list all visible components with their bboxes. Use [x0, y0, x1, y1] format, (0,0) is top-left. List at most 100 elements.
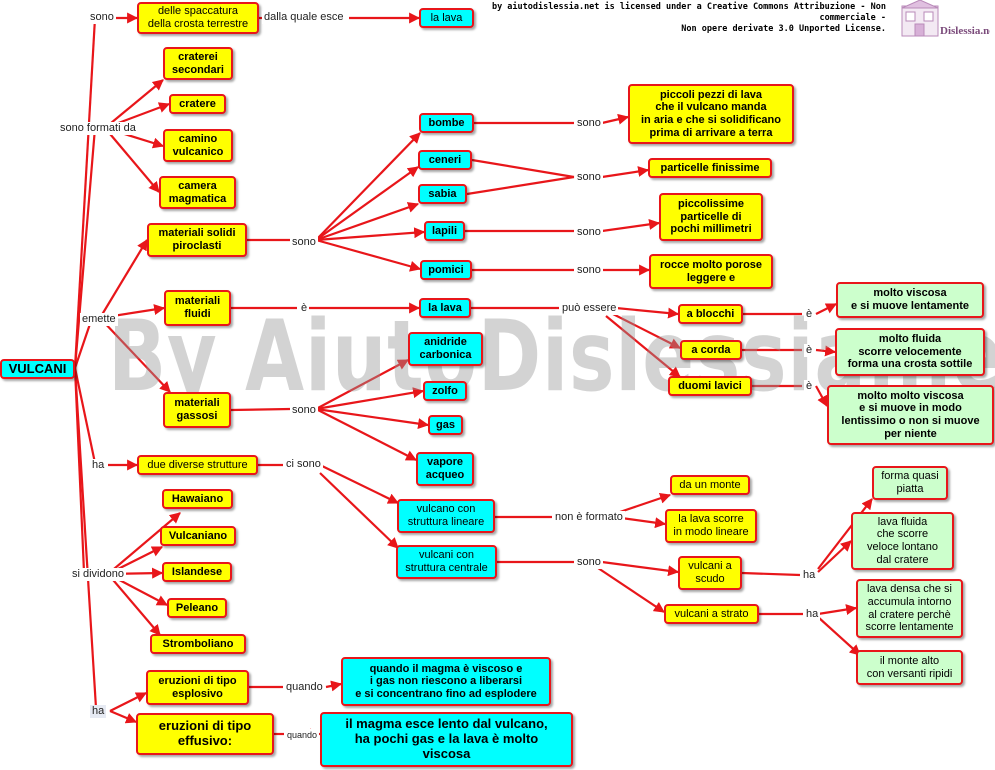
node-scudo[interactable]: vulcani a scudo: [678, 556, 742, 590]
label-sono-ceneri: sono: [575, 171, 603, 184]
label-sono: sono: [88, 11, 116, 24]
node-lava-mid[interactable]: la lava: [419, 298, 471, 318]
connector-line: [109, 709, 138, 724]
connector-line: [319, 472, 399, 549]
node-monte-alto[interactable]: il monte alto con versanti ripidi: [856, 650, 963, 685]
node-bombe[interactable]: bombe: [419, 113, 474, 133]
node-corda-def[interactable]: molto fluida scorre velocemente forma un…: [835, 328, 985, 376]
node-duomi-def[interactable]: molto molto viscosa e si muove in modo l…: [827, 385, 994, 445]
node-islandese[interactable]: Islandese: [162, 562, 232, 582]
label-puo-essere: può essere: [560, 302, 619, 315]
node-stromboliano[interactable]: Stromboliano: [150, 634, 246, 654]
connector-line: [817, 498, 873, 570]
root-vulcani[interactable]: VULCANI: [0, 359, 75, 379]
node-camino[interactable]: camino vulcanico: [163, 129, 233, 162]
node-materiali-fluidi[interactable]: materiali fluidi: [164, 290, 231, 326]
label-e-blocchi: è: [804, 308, 815, 321]
node-bombe-def[interactable]: piccoli pezzi di lava che il vulcano man…: [628, 84, 794, 144]
node-blocchi-def[interactable]: molto viscosa e si muove lentamente: [836, 282, 984, 318]
node-vapore[interactable]: vapore acqueo: [416, 452, 474, 486]
label-ha-strato: ha: [804, 608, 821, 621]
connector-line: [99, 317, 171, 393]
node-peleano[interactable]: Peleano: [167, 598, 227, 618]
node-vulcaniano[interactable]: Vulcaniano: [160, 526, 236, 546]
node-lava-densa[interactable]: lava densa che si accumula intorno al cr…: [856, 579, 963, 638]
connector-line: [315, 387, 425, 411]
node-due-strutture[interactable]: due diverse strutture: [137, 455, 258, 475]
node-lava-fluida[interactable]: lava fluida che scorre veloce lontano da…: [851, 512, 954, 570]
connector-line: [325, 680, 343, 692]
connector-line: [601, 113, 630, 125]
connector-line: [315, 238, 422, 272]
node-lava-scorre[interactable]: la lava scorre in modo lineare: [665, 509, 757, 543]
node-spaccatura[interactable]: delle spaccatura della crosta terrestre: [137, 2, 259, 34]
connector-line: [315, 202, 420, 242]
connector-line: [73, 317, 94, 369]
node-esplosivo-def[interactable]: quando il magma è viscoso e i gas non ri…: [341, 657, 551, 706]
label-quando-2: quando: [285, 729, 320, 742]
label-ha-strutture: ha: [90, 459, 107, 472]
node-centrale[interactable]: vulcani con struttura centrale: [396, 545, 497, 579]
label-sono-solidi: sono: [290, 236, 318, 249]
node-piccolissime[interactable]: piccolissime particelle di pochi millime…: [659, 193, 763, 241]
label-sono-centrale: sono: [575, 556, 603, 569]
node-effusivo-def[interactable]: il magma esce lento dal vulcano, ha poch…: [320, 712, 573, 767]
connector-line: [99, 239, 148, 319]
connector-line: [319, 464, 399, 504]
connector-line: [613, 492, 672, 516]
node-particelle[interactable]: particelle finissime: [648, 158, 772, 178]
license-line-2: Non opere derivate 3.0 Unported License.: [681, 24, 886, 34]
node-a-corda[interactable]: a corda: [680, 340, 742, 360]
node-rocce[interactable]: rocce molto porose leggere e: [649, 254, 773, 289]
connector-line: [315, 407, 430, 430]
connector-line: [104, 79, 164, 129]
connector-line: [73, 17, 97, 369]
license-line-1: by aiutodislessia.net is licensed under …: [491, 2, 886, 23]
connector-line: [615, 306, 680, 319]
connector-line: [605, 315, 681, 378]
aiutodislessia-logo: Dislessia.net: [901, 0, 990, 37]
connector-line: [315, 227, 426, 242]
connector-line: [315, 408, 417, 461]
node-anidride[interactable]: anidride carbonica: [408, 332, 483, 366]
node-zolfo[interactable]: zolfo: [423, 381, 467, 401]
label-ci-sono: ci sono: [284, 458, 323, 471]
node-effusivo[interactable]: eruzioni di tipo effusivo:: [136, 713, 274, 755]
node-crateri-secondari[interactable]: craterei secondari: [163, 47, 233, 80]
connector-line: [315, 166, 419, 241]
connector-line: [815, 303, 837, 315]
node-lava-top[interactable]: la lava: [419, 8, 474, 28]
connector-line: [601, 560, 680, 577]
node-camera[interactable]: camera magmatica: [159, 176, 236, 209]
label-dalla-quale: dalla quale esce: [262, 11, 346, 24]
node-duomi[interactable]: duomi lavici: [668, 376, 752, 396]
connector-line: [471, 158, 575, 179]
node-gas[interactable]: gas: [428, 415, 463, 435]
label-sono-gassosi: sono: [290, 404, 318, 417]
label-sono-lapili: sono: [575, 226, 603, 239]
node-lineare[interactable]: vulcano con struttura lineare: [397, 499, 495, 533]
node-pomici[interactable]: pomici: [420, 260, 472, 280]
label-e-duomi: è: [804, 380, 815, 393]
node-da-un-monte[interactable]: da un monte: [670, 475, 750, 495]
logo-text: Dislessia.net: [940, 25, 990, 37]
node-ceneri[interactable]: ceneri: [418, 150, 472, 170]
node-forma-piatta[interactable]: forma quasi piatta: [872, 466, 948, 500]
node-a-blocchi[interactable]: a blocchi: [678, 304, 743, 324]
node-hawaiano[interactable]: Hawaiano: [162, 489, 233, 509]
node-strato[interactable]: vulcani a strato: [664, 604, 759, 624]
node-lapili[interactable]: lapili: [424, 221, 465, 241]
node-cratere[interactable]: cratere: [169, 94, 226, 114]
label-ha-scudo: ha: [801, 569, 818, 582]
connector-line: [104, 127, 160, 193]
label-quando-1: quando: [284, 681, 325, 694]
label-ha-eruzioni: ha: [90, 705, 107, 718]
label-formati-da: sono formati da: [58, 122, 138, 135]
connector-line: [315, 359, 409, 410]
connector-line: [817, 540, 852, 573]
node-materiali-gassosi[interactable]: materiali gassosi: [163, 392, 231, 428]
node-esplosivo[interactable]: eruzioni di tipo esplosivo: [146, 670, 249, 705]
node-sabia[interactable]: sabia: [418, 184, 467, 204]
node-materiali-solidi[interactable]: materiali solidi piroclasti: [147, 223, 247, 257]
label-sono-pomici: sono: [575, 264, 603, 277]
